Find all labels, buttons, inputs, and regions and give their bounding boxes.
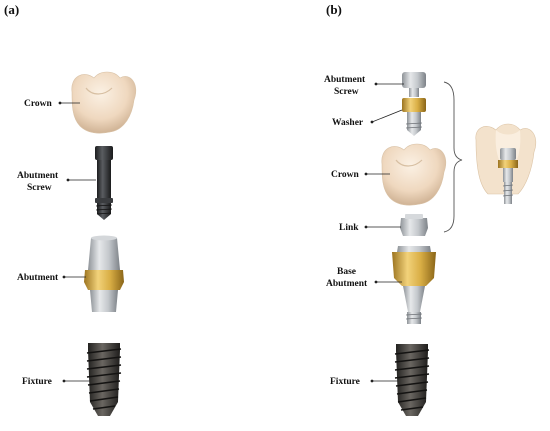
base-abutment-b-label-line1: Base xyxy=(337,267,356,277)
fixture-b-dot xyxy=(370,379,374,383)
washer-b-dot xyxy=(370,120,374,124)
fixture-a-dot xyxy=(62,379,66,383)
crown-a-dot xyxy=(58,101,62,105)
crown-a-label: Crown xyxy=(24,99,53,109)
washer-b-label: Washer xyxy=(332,118,364,128)
crown-b-illustration xyxy=(381,143,447,206)
panel-a-label: (a) xyxy=(4,2,19,17)
grouping-brace xyxy=(443,81,463,233)
abutment-a-dot xyxy=(62,275,66,279)
abutment-screw-b-label-line1: Abutment xyxy=(324,75,366,85)
abutment-a-illustration xyxy=(84,235,124,312)
abutment-screw-a-label-line1: Abutment xyxy=(17,171,59,181)
panel-b-label: (b) xyxy=(326,2,342,17)
crown-b-label: Crown xyxy=(331,170,360,180)
fixture-a-label: Fixture xyxy=(22,377,52,387)
fixture-b-illustration xyxy=(394,344,430,416)
abutment-screw-b-label-line2: Screw xyxy=(334,87,359,97)
washer-b-leader xyxy=(371,109,403,123)
abutment-screw-a-illustration xyxy=(95,146,113,220)
base-abutment-b-illustration xyxy=(392,246,436,324)
abutment-screw-b-illustration xyxy=(402,72,426,97)
base-abutment-b-dot xyxy=(374,280,378,284)
fixture-b-label: Fixture xyxy=(330,377,360,387)
crown-a-illustration xyxy=(71,71,137,134)
base-abutment-b-label-line2: Abutment xyxy=(326,279,368,289)
washer-b-illustration xyxy=(402,98,426,136)
abutment-a-label: Abutment xyxy=(17,273,59,283)
abutment-screw-b-dot xyxy=(374,82,378,86)
link-b-illustration xyxy=(400,214,428,236)
link-b-label: Link xyxy=(339,223,359,233)
link-b-dot xyxy=(364,225,368,229)
abutment-screw-a-dot xyxy=(66,178,70,182)
assembled-implant-illustration xyxy=(475,123,537,204)
abutment-screw-a-label-line2: Screw xyxy=(27,183,52,193)
crown-b-dot xyxy=(364,172,368,176)
fixture-a-illustration xyxy=(86,343,122,416)
